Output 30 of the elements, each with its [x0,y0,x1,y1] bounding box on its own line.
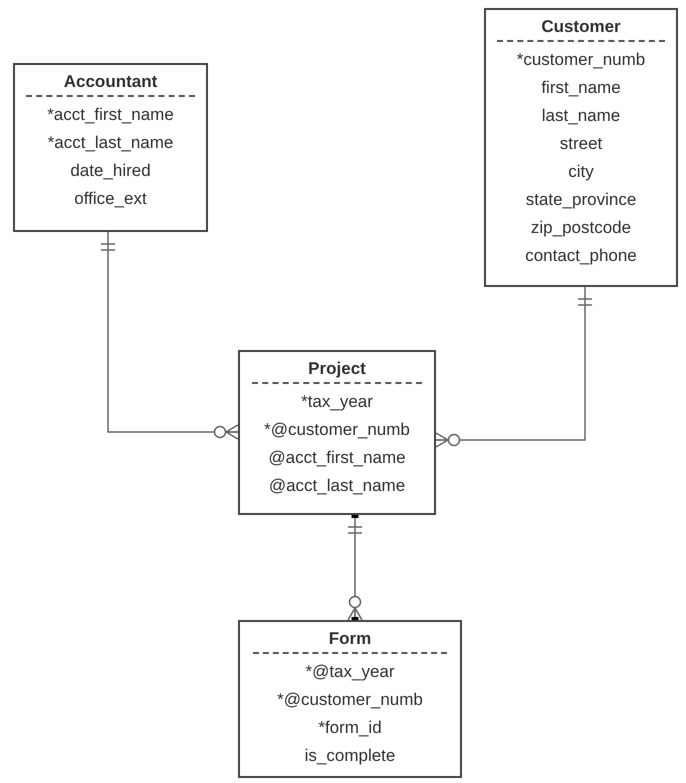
attribute-text: *customer_numb [516,49,646,71]
entity-box [13,63,208,232]
entity-name: Project [308,358,366,380]
attribute-text: *acct_first_name [47,104,174,126]
attribute-text: office_ext [74,188,147,210]
attribute-text: @acct_last_name [268,475,406,497]
attribute-text: last_name [542,105,620,127]
relationship-line [101,232,239,440]
attribute-text: @acct_first_name [268,447,406,469]
attribute-text: *@customer_numb [277,689,423,711]
attribute-text: zip_postcode [530,217,632,239]
attribute-text: date_hired [70,160,151,182]
attribute-text: contact_phone [525,245,637,267]
entity-name: Accountant [64,71,158,93]
attribute-text: *@customer_numb [264,419,410,441]
attribute-text: *tax_year [301,391,373,413]
attribute-text: is_complete [304,745,396,767]
attribute-text: street [560,133,602,155]
entity-box [238,350,436,515]
attribute-text: city [568,161,594,183]
relationship-line [435,287,592,448]
entity-box [484,8,678,287]
attribute-text: first_name [541,77,621,99]
attribute-text: *@tax_year [305,661,395,683]
attribute-text: *acct_last_name [48,132,174,154]
entity-name: Customer [541,16,621,38]
entity-name: Form [328,628,372,650]
entity-box [238,620,462,778]
attribute-text: *form_id [318,717,382,739]
attribute-text: state_province [526,189,636,211]
